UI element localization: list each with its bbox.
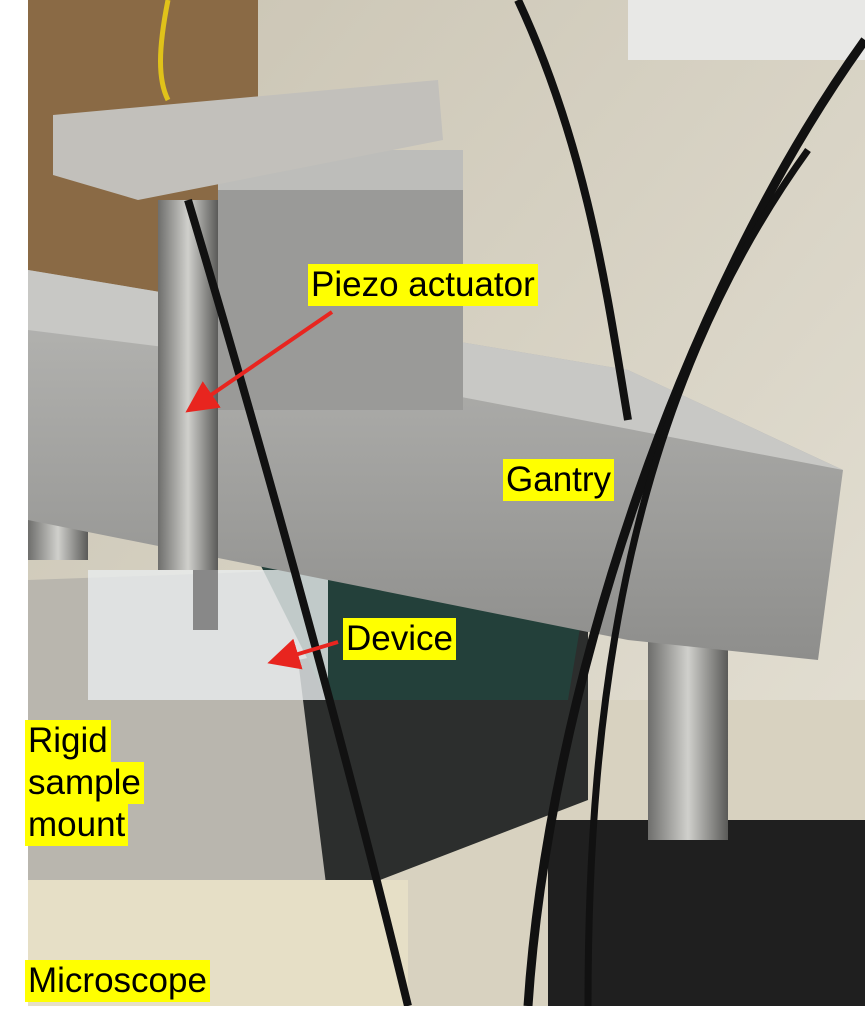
label-piezo-actuator: Piezo actuator	[308, 264, 538, 306]
label-gantry: Gantry	[503, 459, 615, 501]
label-line: sample	[25, 762, 144, 804]
label-microscope: Microscope	[25, 960, 210, 1002]
device-arrow	[267, 638, 339, 670]
label-device: Device	[343, 618, 456, 660]
label-line: mount	[25, 804, 129, 846]
piezo-arrow	[185, 310, 334, 413]
label-line: Rigid	[25, 720, 111, 762]
label-rigid-sample-mount: Rigid sample mount	[25, 720, 144, 846]
